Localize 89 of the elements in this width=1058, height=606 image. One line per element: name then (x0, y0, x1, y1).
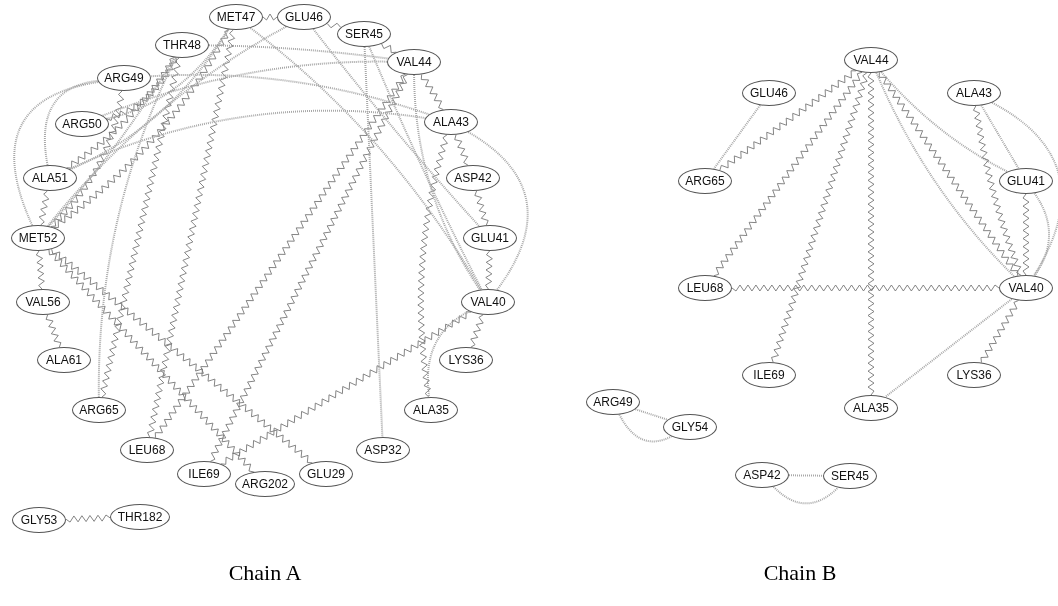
residue-ellipse: LYS36 (947, 362, 1001, 388)
dotted-connector (249, 27, 482, 291)
residue-ellipse: ALA43 (424, 109, 478, 135)
zigzag-connector (210, 74, 408, 462)
dotted-connector (991, 101, 1058, 277)
zigzag-connector (66, 57, 175, 169)
zigzag-connector (474, 190, 489, 226)
residue-ellipse: ASP32 (356, 437, 410, 463)
zigzag-connector (220, 311, 472, 465)
dotted-connector (1033, 192, 1051, 277)
residue-ellipse: SER45 (823, 463, 877, 489)
dotted-connector (46, 25, 288, 227)
residue-ellipse: ALA51 (23, 165, 77, 191)
residue-ellipse: ARG202 (235, 471, 295, 497)
zigzag-connector (980, 300, 1019, 363)
zigzag-connector (420, 74, 444, 110)
chain-caption: Chain A (228, 560, 302, 586)
residue-ellipse: ALA35 (404, 397, 458, 423)
residue-ellipse: THR48 (155, 32, 209, 58)
dotted-connector (618, 413, 673, 443)
zigzag-connector (867, 72, 875, 396)
residue-ellipse: ALA35 (844, 395, 898, 421)
dotted-connector (980, 104, 1020, 170)
zigzag-connector (713, 71, 863, 277)
residue-ellipse: GLY53 (12, 507, 66, 533)
zigzag-connector (1022, 193, 1030, 276)
residue-ellipse: ASP42 (446, 165, 500, 191)
residue-ellipse: THR182 (110, 504, 170, 530)
residue-ellipse: LYS36 (439, 347, 493, 373)
residue-ellipse: LEU68 (678, 275, 732, 301)
residue-ellipse: VAL40 (999, 275, 1053, 301)
residue-ellipse: MET52 (11, 225, 65, 251)
residue-ellipse: ARG65 (678, 168, 732, 194)
zigzag-connector (326, 22, 342, 29)
residue-ellipse: ILE69 (177, 461, 231, 487)
zigzag-connector (45, 314, 62, 348)
zigzag-connector (454, 134, 469, 166)
zigzag-connector (719, 70, 857, 171)
residue-ellipse: VAL56 (16, 289, 70, 315)
residue-ellipse: ARG49 (97, 65, 151, 91)
residue-ellipse: MET47 (209, 4, 263, 30)
dotted-connector (368, 45, 483, 291)
dotted-connector (413, 74, 481, 291)
dotted-connector (788, 474, 824, 477)
zigzag-connector (381, 43, 397, 54)
zigzag-connector (38, 190, 50, 226)
dotted-connector (363, 46, 384, 438)
dotted-connector (43, 79, 99, 167)
residue-ellipse: ALA61 (37, 347, 91, 373)
dotted-connector (13, 81, 100, 227)
residue-ellipse: VAL40 (461, 289, 515, 315)
residue-ellipse: GLU41 (463, 225, 517, 251)
residue-ellipse: LEU68 (120, 437, 174, 463)
zigzag-connector (48, 249, 255, 473)
residue-ellipse: GLU41 (999, 168, 1053, 194)
zigzag-connector (470, 314, 484, 348)
residue-ellipse: SER45 (337, 21, 391, 47)
dotted-connector (712, 104, 762, 170)
residue-ellipse: ASP42 (735, 462, 789, 488)
residue-ellipse: GLU29 (299, 461, 353, 487)
zigzag-connector (731, 284, 1000, 292)
residue-ellipse: ILE69 (742, 362, 796, 388)
zigzag-connector (417, 134, 448, 398)
zigzag-connector (35, 250, 45, 290)
dotted-connector (208, 44, 389, 60)
residue-ellipse: ARG65 (72, 397, 126, 423)
zigzag-connector (262, 13, 278, 21)
zigzag-connector (771, 72, 868, 363)
chain-caption: Chain B (763, 560, 837, 586)
dotted-connector (467, 131, 529, 291)
zigzag-connector (106, 57, 178, 121)
residue-ellipse: ALA43 (947, 80, 1001, 106)
residue-ellipse: GLU46 (742, 80, 796, 106)
residue-ellipse: ARG49 (586, 389, 640, 415)
zigzag-connector (973, 105, 1022, 276)
zigzag-connector (51, 248, 313, 464)
residue-ellipse: GLU46 (277, 4, 331, 30)
zigzag-connector (53, 29, 230, 228)
dotted-connector (101, 60, 388, 117)
zigzag-connector (147, 29, 236, 438)
residue-ellipse: GLY54 (663, 414, 717, 440)
dotted-connector (68, 109, 427, 171)
zigzag-connector (485, 250, 493, 290)
residue-ellipse: VAL44 (844, 47, 898, 73)
residue-ellipse: VAL44 (387, 49, 441, 75)
dotted-connector (884, 298, 1013, 398)
zigzag-connector (154, 73, 406, 439)
residue-ellipse: ARG50 (55, 111, 109, 137)
zigzag-connector (65, 514, 111, 523)
